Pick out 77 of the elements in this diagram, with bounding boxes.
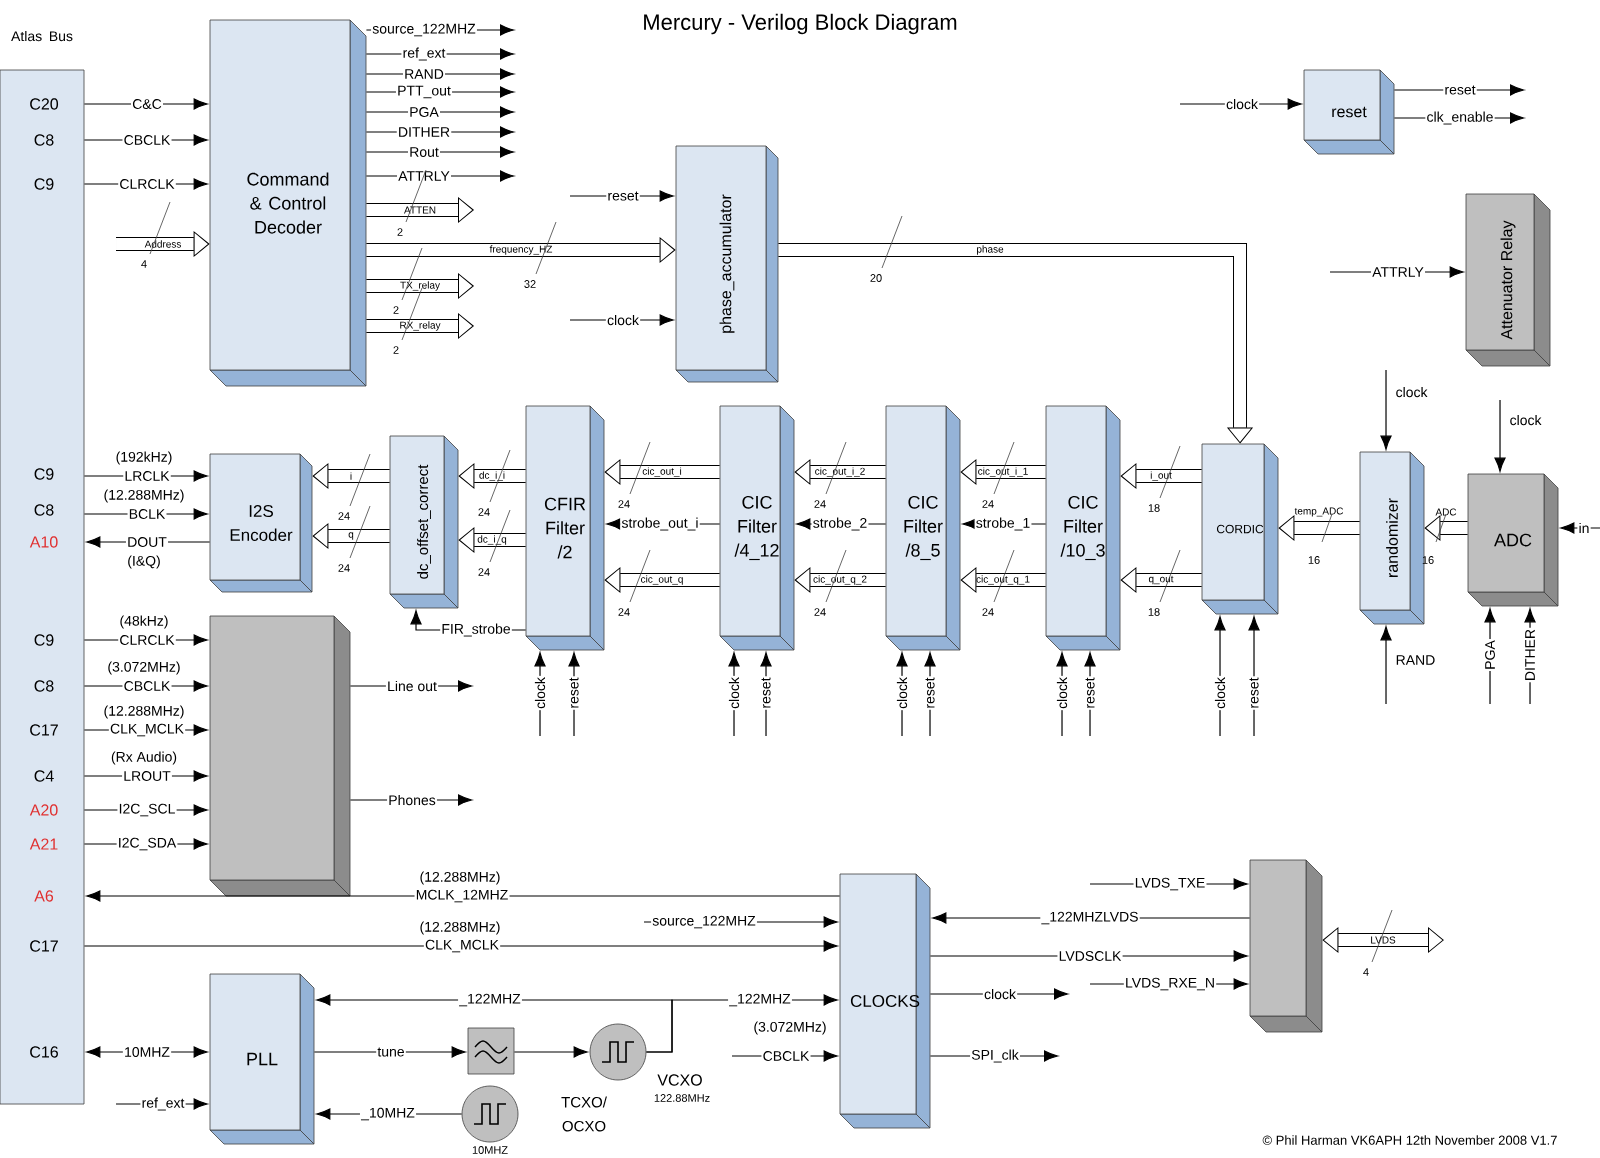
oscillator-symbol bbox=[589, 1023, 647, 1081]
block-box: CIC Filter /10_3 bbox=[1045, 405, 1121, 651]
bus-arrow bbox=[1424, 515, 1468, 541]
pin-label: A10 bbox=[29, 536, 58, 548]
arrow bbox=[1214, 616, 1226, 737]
bus-arrow bbox=[116, 231, 210, 257]
bus-arrow bbox=[1120, 567, 1202, 593]
pin-label: C17 bbox=[30, 940, 58, 952]
arrow bbox=[365, 48, 515, 60]
arrow bbox=[83, 508, 208, 520]
diagram-title: Mercury - Verilog Block Diagram bbox=[644, 13, 957, 35]
pin-label: C17 bbox=[30, 724, 58, 736]
pin-label: C8 bbox=[34, 680, 54, 692]
bus-arrow bbox=[312, 463, 390, 489]
arrow bbox=[83, 940, 838, 952]
bus-arrow bbox=[960, 459, 1046, 485]
arrow bbox=[365, 106, 515, 118]
arrow bbox=[1179, 98, 1302, 110]
arrow bbox=[365, 146, 515, 158]
arrow bbox=[83, 98, 208, 110]
bus-arrow bbox=[312, 523, 390, 549]
arrow bbox=[513, 1046, 588, 1058]
arrow bbox=[1393, 84, 1525, 96]
arrow bbox=[1560, 522, 1600, 534]
block-box: ADC bbox=[1467, 473, 1559, 607]
arrow bbox=[86, 536, 211, 548]
pin-label: C8 bbox=[34, 504, 54, 516]
pin-label: C20 bbox=[30, 98, 59, 110]
oscillator-symbol bbox=[461, 1085, 519, 1143]
bus-arrow bbox=[604, 459, 720, 485]
block-box: CFIR Filter /2 bbox=[525, 405, 605, 651]
block-box: Attenuator Relay bbox=[1465, 193, 1551, 367]
oscillator-label: VCXO bbox=[657, 1074, 702, 1086]
block-box: Command & Control Decoder bbox=[209, 19, 367, 387]
bus-arrow bbox=[778, 243, 1253, 444]
bus-arrow bbox=[1278, 515, 1360, 541]
block-box: CLOCKS bbox=[839, 873, 931, 1129]
arrow bbox=[1380, 626, 1392, 705]
bus-arrow bbox=[794, 459, 886, 485]
filter-symbol bbox=[467, 1027, 515, 1075]
block-box: PLL bbox=[209, 973, 315, 1145]
arrow bbox=[313, 1046, 466, 1058]
pin-label: C9 bbox=[34, 178, 54, 190]
chip-box bbox=[1249, 859, 1323, 1033]
bus-arrow bbox=[960, 567, 1046, 593]
block-box: phase_accumulator bbox=[675, 145, 779, 383]
pin-label: A6 bbox=[34, 890, 54, 902]
bus-arrow bbox=[604, 567, 720, 593]
bus-arrow bbox=[1120, 463, 1202, 489]
arrow bbox=[1494, 399, 1506, 472]
bus-arrow bbox=[366, 273, 474, 299]
pin-label: C9 bbox=[34, 634, 54, 646]
pin-label: C4 bbox=[34, 770, 54, 782]
block-box: reset bbox=[1303, 69, 1395, 155]
arrow bbox=[365, 68, 515, 80]
block-box: CIC Filter /4_12 bbox=[719, 405, 795, 651]
block-box: CIC Filter /8_5 bbox=[885, 405, 961, 651]
block-box: I2S Encoder bbox=[209, 453, 313, 593]
bus-arrow bbox=[366, 197, 474, 223]
arrow bbox=[83, 470, 208, 482]
bus-arrow bbox=[1322, 927, 1444, 953]
pin-label: C8 bbox=[34, 134, 54, 146]
bus-arrow bbox=[366, 237, 676, 263]
bus-arrow bbox=[794, 567, 886, 593]
arrow bbox=[929, 988, 1069, 1000]
pin-label: C16 bbox=[30, 1046, 58, 1058]
arrow bbox=[1380, 369, 1392, 450]
bus-arrow bbox=[366, 313, 474, 339]
pin-label: C9 bbox=[34, 468, 54, 480]
chip-box bbox=[209, 615, 351, 897]
bus-arrow bbox=[458, 463, 526, 489]
bus-arrow bbox=[458, 527, 526, 553]
arrow bbox=[115, 1098, 208, 1110]
pin-label: A20 bbox=[29, 804, 58, 816]
block-box: randomizer bbox=[1359, 451, 1425, 625]
arrow bbox=[569, 314, 674, 326]
pin-label: A21 bbox=[29, 838, 58, 850]
